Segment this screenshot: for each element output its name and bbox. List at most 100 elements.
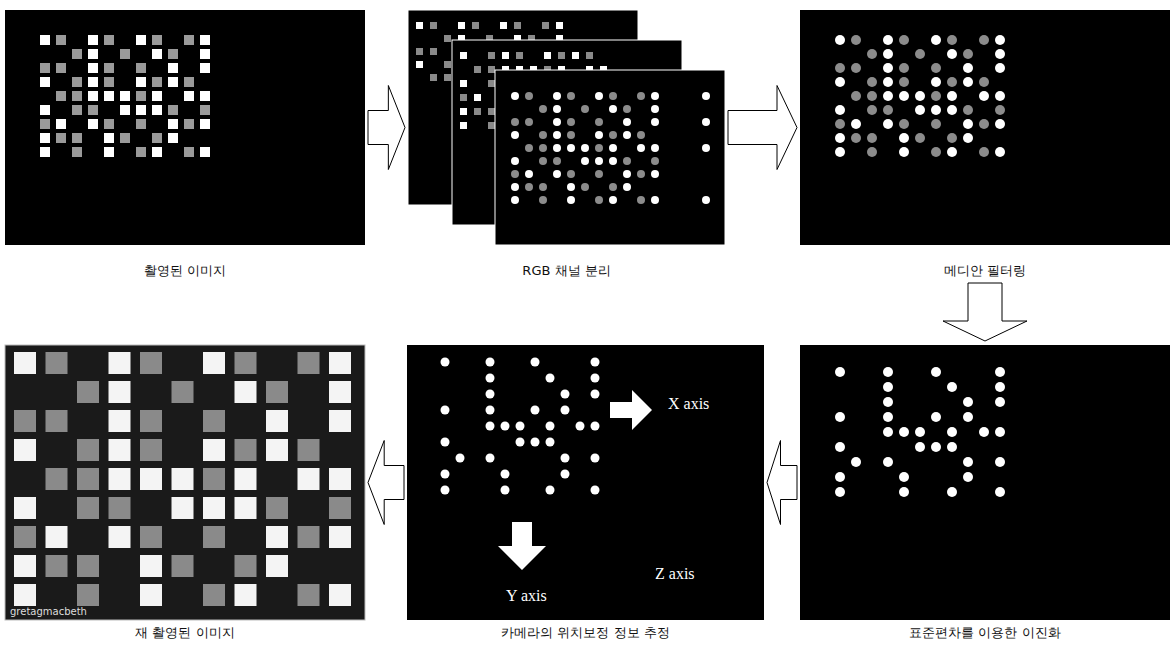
pattern-square <box>104 35 114 45</box>
pattern-dot <box>835 412 845 422</box>
flow-arrow <box>943 283 1027 341</box>
pattern-square <box>298 468 320 490</box>
pattern-dot <box>651 196 659 204</box>
pattern-square <box>516 52 523 59</box>
pattern-dot <box>511 92 519 100</box>
pattern-dot <box>637 92 645 100</box>
pattern-dot <box>546 438 555 447</box>
pattern-square <box>514 22 521 29</box>
pattern-square <box>140 468 162 490</box>
pattern-square <box>474 94 481 101</box>
step-caption: 표준편차를 이용한 이진화 <box>800 625 1170 641</box>
pattern-square <box>460 122 467 129</box>
pattern-dot <box>883 397 893 407</box>
pattern-dot <box>899 77 909 87</box>
pattern-dot <box>581 183 589 191</box>
pattern-dot <box>835 147 845 157</box>
pattern-square <box>77 439 99 461</box>
pattern-dot <box>883 382 893 392</box>
pattern-dot <box>567 92 575 100</box>
pattern-dot <box>561 470 570 479</box>
pattern-square <box>235 497 257 519</box>
pattern-square <box>109 352 131 374</box>
pattern-dot <box>553 105 561 113</box>
pattern-dot <box>561 390 570 399</box>
pattern-dot <box>867 147 877 157</box>
pattern-dot <box>963 133 973 143</box>
axis-label: Z axis <box>655 566 695 582</box>
pattern-square <box>40 133 50 143</box>
pattern-dot <box>516 422 525 431</box>
image-step: 재 촬영된 이미지 <box>5 345 365 641</box>
image-panel <box>407 345 764 620</box>
pattern-square <box>444 74 451 81</box>
pattern-dot <box>637 131 645 139</box>
pattern-square <box>458 22 465 29</box>
pattern-dot <box>486 406 495 415</box>
pattern-dot <box>947 91 957 101</box>
pattern-dot <box>899 427 909 437</box>
pattern-square <box>72 105 82 115</box>
pattern-square <box>109 410 131 432</box>
camera-pose <box>407 345 764 620</box>
pattern-square <box>200 119 210 129</box>
pattern-square <box>500 22 507 29</box>
pattern-square <box>203 352 225 374</box>
pattern-dot <box>931 412 941 422</box>
pattern-square <box>200 91 210 101</box>
pattern-square <box>88 119 98 129</box>
pattern-square <box>472 22 479 29</box>
pattern-square <box>56 91 66 101</box>
step-caption: 메디안 필터링 <box>800 263 1170 279</box>
pattern-square <box>200 49 210 59</box>
pattern-square <box>77 468 99 490</box>
pattern-square <box>88 49 98 59</box>
pattern-dot <box>567 118 575 126</box>
pattern-dot <box>609 196 617 204</box>
pattern-square <box>40 63 50 73</box>
pattern-square <box>329 584 351 606</box>
pattern-square <box>140 410 162 432</box>
pattern-dot <box>963 105 973 115</box>
pattern-square <box>14 497 36 519</box>
pattern-dot <box>581 144 589 152</box>
pattern-square <box>235 352 257 374</box>
pattern-square <box>235 584 257 606</box>
pattern-square <box>136 63 146 73</box>
pattern-square <box>56 133 66 143</box>
pattern-dot <box>441 470 450 479</box>
pattern-dot <box>441 486 450 495</box>
pattern-dot <box>915 442 925 452</box>
pattern-dot <box>609 144 617 152</box>
pattern-square <box>184 91 194 101</box>
image-panel <box>5 10 365 245</box>
pattern-dot <box>651 105 659 113</box>
pattern-dot <box>609 131 617 139</box>
pattern-square <box>460 52 467 59</box>
pattern-square <box>430 48 437 55</box>
pattern-square <box>172 497 194 519</box>
pattern-dot <box>867 49 877 59</box>
pattern-dot <box>835 472 845 482</box>
pattern-square <box>168 63 178 73</box>
image-panel <box>800 345 1170 620</box>
pattern-dot <box>979 119 989 129</box>
pattern-dot <box>947 147 957 157</box>
pattern-square <box>46 410 68 432</box>
pattern-dot <box>995 63 1005 73</box>
pattern-dot <box>561 406 570 415</box>
pattern-square <box>72 49 82 59</box>
pattern-dot <box>979 35 989 45</box>
pattern-square <box>104 133 114 143</box>
pattern-dot <box>637 144 645 152</box>
pattern-dot <box>995 487 1005 497</box>
pattern-dot <box>947 382 957 392</box>
recaptured-image <box>5 345 365 620</box>
pattern-square <box>77 381 99 403</box>
pattern-dot <box>609 105 617 113</box>
pattern-square <box>542 22 549 29</box>
pattern-dot <box>931 367 941 377</box>
pattern-square <box>298 584 320 606</box>
pattern-dot <box>595 131 603 139</box>
pattern-square <box>152 35 162 45</box>
